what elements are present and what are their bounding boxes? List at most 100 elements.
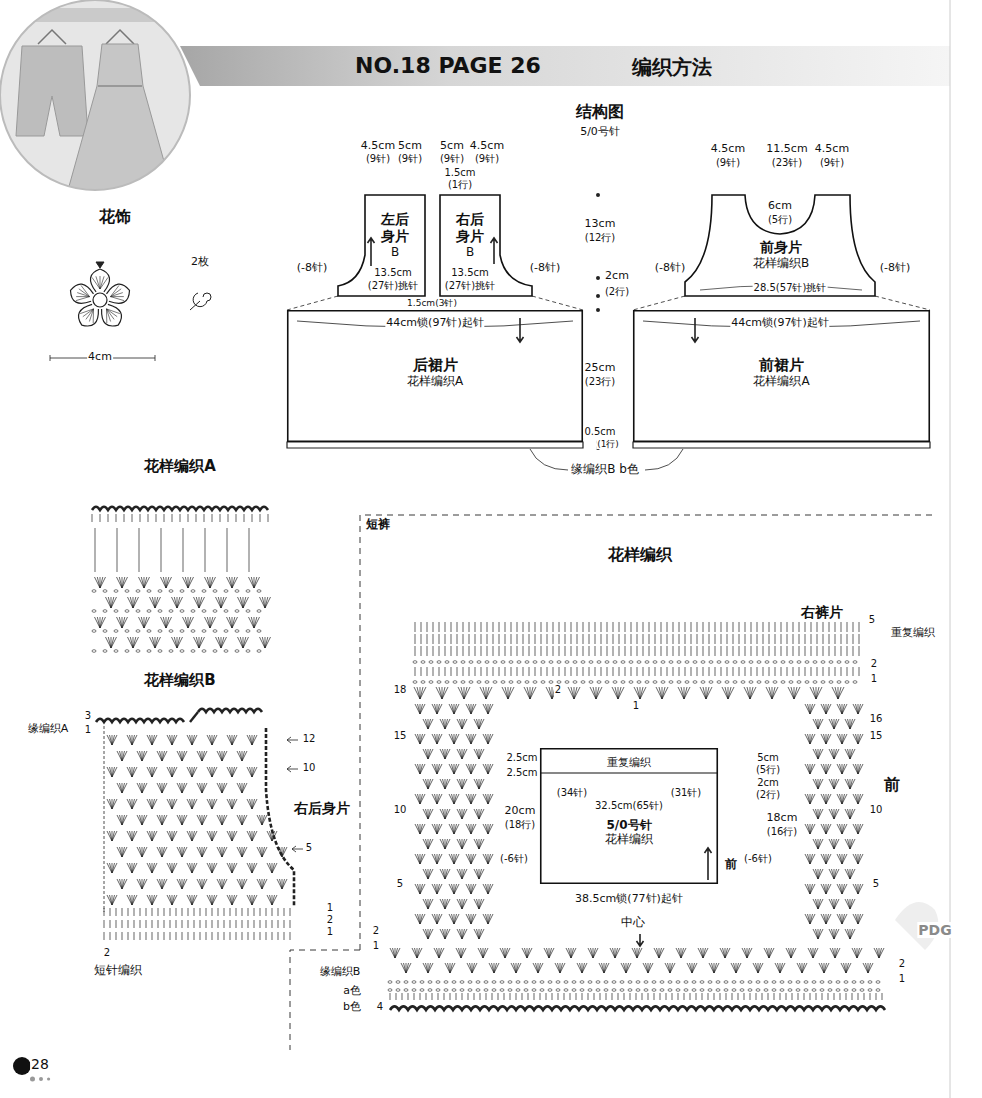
diagram-label: (27针)挑针 [367, 280, 420, 292]
fan-stitch-row [423, 719, 484, 729]
diagram-label: 短针编织 [93, 964, 143, 978]
piece-outline-path [440, 195, 532, 296]
diagram-label: 6cm [767, 200, 793, 213]
chain-row [413, 681, 857, 684]
diagram-label: 38.5cm锁(77针)起针 [574, 893, 684, 906]
diagram-label: a色 [342, 985, 362, 998]
hanger [38, 30, 66, 44]
chart-edge [104, 726, 105, 912]
diagram-label: 4 [376, 1001, 384, 1013]
node-text: 右后身片B [440, 211, 500, 259]
stitch-row [415, 646, 859, 656]
diagram-label: 1.5cm(3针) [406, 298, 458, 308]
fan-stitch-row [415, 914, 493, 924]
diagram-label: (-8针) [296, 262, 329, 275]
diagram-label: b色 [342, 1001, 362, 1014]
fan-stitch-row [107, 799, 257, 809]
diagram-label: 5 [872, 878, 880, 890]
diagram-label: 18 [393, 684, 408, 696]
chain-row [413, 661, 857, 664]
node-text: 5/0号针花样编织 [540, 818, 718, 847]
diagram-label: (12行) [584, 232, 617, 244]
diagram-label: 25cm [584, 362, 617, 375]
diagram-label: 32.5cm(65针) [594, 800, 664, 812]
fan-stitch-row [117, 751, 247, 761]
stitch-row [104, 932, 290, 940]
edge-scallops [390, 1006, 885, 1010]
row-arrow [292, 846, 303, 852]
fan-stitch-row [107, 767, 257, 777]
diagram-label: 15 [869, 730, 884, 742]
node-text: 前裙片花样编织A [633, 356, 930, 388]
page-dot [13, 1057, 31, 1075]
diagram-label: (9针) [474, 153, 500, 165]
diagram-label: 右后身片 [293, 800, 351, 816]
diagram-label: 10 [393, 804, 408, 816]
fan-stitch-row [813, 929, 855, 939]
fan-stitch-row [805, 824, 863, 834]
diagram-label: 18cm [766, 812, 799, 825]
photo-ground [0, 0, 190, 190]
diagram-label: 5 [868, 614, 876, 626]
diagram-label: 20cm [504, 805, 537, 818]
header-band [180, 46, 950, 86]
fan-stitch-row [423, 899, 484, 909]
diagram-label: 1.5cm [443, 167, 476, 179]
photo [0, 0, 190, 190]
flower-stitches [76, 276, 124, 323]
diagram-label: 5cm [439, 140, 465, 153]
fan-stitch-row [423, 869, 484, 879]
fan-stitch-row [415, 824, 493, 834]
diagram-label: 结构图 [575, 103, 625, 121]
diagram-label: 10 [302, 762, 317, 774]
diagram-label: 3 [84, 710, 92, 722]
photo-frame [0, 0, 190, 190]
diagram-label: (-8针) [529, 262, 562, 275]
chain-row [92, 590, 261, 593]
stitch-row [92, 514, 268, 522]
fan-stitch-row [805, 764, 863, 774]
diagram-label: (31针) [670, 787, 703, 799]
diagram-label: 短裤 [365, 518, 391, 532]
chain-row [388, 981, 880, 984]
fan-stitch-row [107, 895, 277, 905]
fan-stitch-row [813, 719, 855, 729]
fan-stitch-row [415, 794, 493, 804]
fan-stitch-row [106, 597, 271, 608]
diagram-label: 重复编织 [890, 627, 936, 640]
stitch-row [390, 993, 882, 1000]
diagram-label: (23行) [584, 376, 617, 388]
diagram-label: 0.5cm [583, 426, 616, 438]
fan-stitch-row [813, 839, 855, 849]
chain-row [388, 989, 880, 992]
fan-stitch-row [95, 577, 260, 588]
fan-stitch-row [805, 794, 863, 804]
diagram-label: (-8针) [654, 262, 687, 275]
fan-stitch-row [117, 847, 287, 857]
diagram-label: 右裤片 [800, 604, 844, 620]
diagram-label: 1 [84, 724, 92, 736]
stitch-row [415, 667, 859, 676]
piece-name: 后裙片 [287, 356, 583, 374]
diagram-label: 2枚 [190, 256, 210, 269]
diagram-label: 11.5cm [765, 143, 808, 156]
diagram-label: 2.5cm [505, 752, 538, 764]
diagram-label: 中心 [620, 916, 646, 930]
diagram-label: 前 [883, 776, 901, 794]
page-dot [30, 1077, 50, 1082]
diagram-label: 15 [393, 730, 408, 742]
chart-shorts [290, 515, 938, 1050]
diagram-label: 5 [396, 878, 404, 890]
diagram-label: 2 [326, 914, 334, 926]
piece-outline-path [541, 749, 718, 884]
diagram-label: 缘编织A [27, 723, 70, 736]
chain-row [92, 610, 261, 613]
diagram-label: (-6针) [743, 853, 773, 865]
diagram-label: 花样编织B [143, 672, 216, 689]
pattern-name: 花样编织A [287, 374, 583, 388]
fan-stitch-row [95, 617, 260, 628]
piece-name: 前身片 [712, 239, 850, 256]
fan-stitch-row [423, 809, 484, 819]
diagram-label: (27针)挑针 [444, 280, 497, 292]
fan-stitch-row [805, 704, 863, 714]
